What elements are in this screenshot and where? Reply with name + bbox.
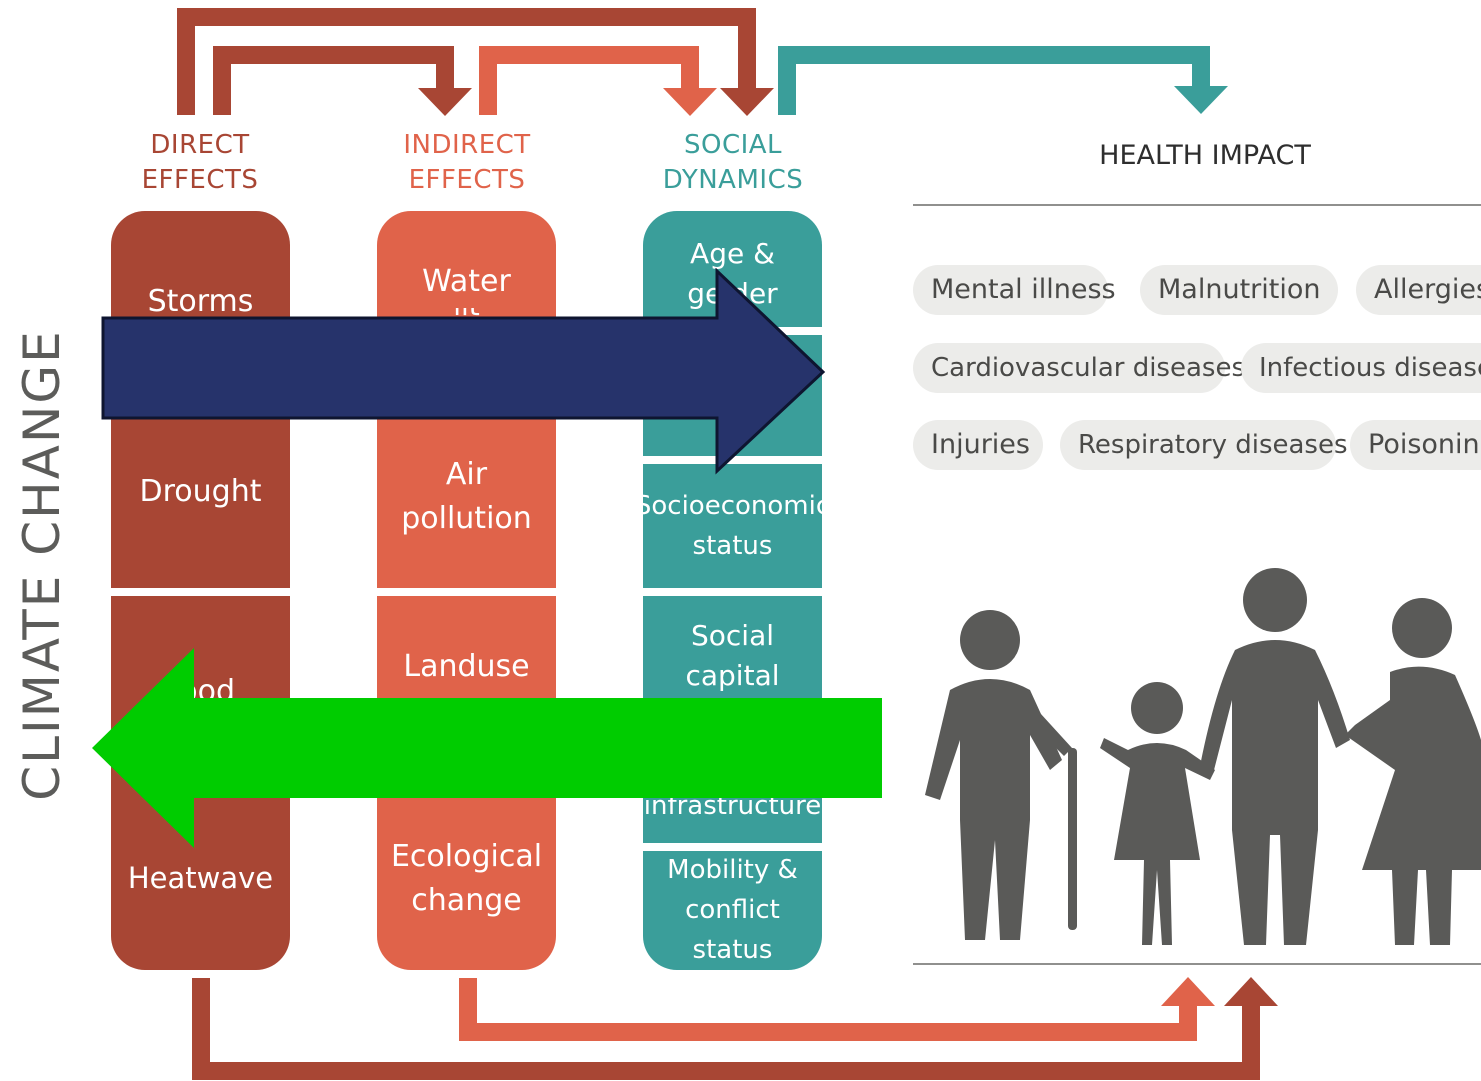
connector-direct-to-indirect	[213, 46, 454, 115]
bottom-connectors	[192, 978, 1260, 1080]
adult-man-icon	[1200, 568, 1350, 945]
connector-direct-to-social	[177, 8, 756, 115]
condition-malnutrition: Malnutrition	[1140, 265, 1338, 315]
social-separator-4	[643, 843, 822, 851]
connector-indirect-to-social	[479, 46, 699, 115]
direct-effects-heading: DIRECT EFFECTS	[110, 128, 290, 198]
social-item-socioeconomic: Socioeconomic status	[643, 491, 822, 561]
indirect-item-water: Water	[422, 263, 511, 299]
climate-change-text: CLIMATE CHANGE	[13, 329, 71, 801]
indirect-heading-line2: EFFECTS	[408, 165, 526, 195]
direct-heading-line1: DIRECT	[150, 130, 250, 160]
social-heading-line1: SOCIAL	[683, 130, 783, 160]
indirect-item-ecological-change: Ecological change	[390, 839, 543, 918]
top-arrowheads	[418, 86, 1228, 116]
condition-poisoning: Poisoning	[1350, 420, 1481, 470]
condition-injuries: Injuries	[913, 420, 1043, 470]
connector-social-to-health	[778, 46, 1210, 115]
arrowhead-to-social-direct	[720, 88, 774, 116]
indirect-item-landuse: Landuse	[403, 648, 530, 684]
condition-respiratory: Respiratory diseases	[1060, 420, 1348, 470]
indirect-heading-line1: INDIRECT	[403, 130, 531, 160]
direct-item-heatwave: Heatwave	[127, 861, 274, 895]
arrowhead-to-health	[1174, 86, 1228, 114]
top-connectors	[177, 8, 1210, 115]
condition-mental-illness: Mental illness	[913, 265, 1116, 315]
direct-heading-line2: EFFECTS	[141, 165, 259, 195]
health-impact-heading: HEALTH IMPACT	[1099, 140, 1311, 171]
left-arrow-icon	[92, 648, 882, 848]
arrowhead-direct-health	[1224, 977, 1278, 1006]
indirect-item-air-pollution: Air pollution	[401, 457, 532, 536]
social-dynamics-heading: SOCIAL DYNAMICS	[638, 128, 828, 198]
arrowhead-indirect-health	[1161, 977, 1215, 1006]
social-item-social-capital: Social capital	[685, 619, 780, 692]
arrowhead-to-social-indirect	[663, 88, 717, 116]
condition-cardiovascular: Cardiovascular diseases	[913, 343, 1245, 393]
social-separator-2	[643, 456, 822, 464]
social-heading-line2: DYNAMICS	[662, 165, 804, 195]
connector-indirect-to-health-bottom	[459, 978, 1197, 1041]
social-item-mobility-conflict: Mobility & conflict status	[667, 855, 798, 965]
indirect-separator-1	[377, 588, 556, 596]
woman-icon	[1345, 598, 1481, 945]
connector-direct-to-health-bottom	[192, 978, 1260, 1080]
bottom-arrowheads	[1161, 977, 1278, 1006]
arrowhead-to-indirect	[418, 88, 472, 116]
child-icon	[1100, 682, 1215, 945]
people-family-icon	[925, 568, 1481, 945]
condition-infectious: Infectious diseases	[1241, 343, 1481, 393]
direct-item-storms: Storms	[147, 283, 254, 319]
direct-separator	[111, 588, 290, 596]
direct-item-drought: Drought	[139, 473, 262, 509]
elderly-person-icon	[925, 610, 1077, 940]
indirect-effects-heading: INDIRECT EFFECTS	[372, 128, 562, 198]
condition-allergies: Allergies	[1356, 265, 1481, 315]
social-separator-3	[643, 588, 822, 596]
right-arrow-icon	[101, 268, 826, 475]
